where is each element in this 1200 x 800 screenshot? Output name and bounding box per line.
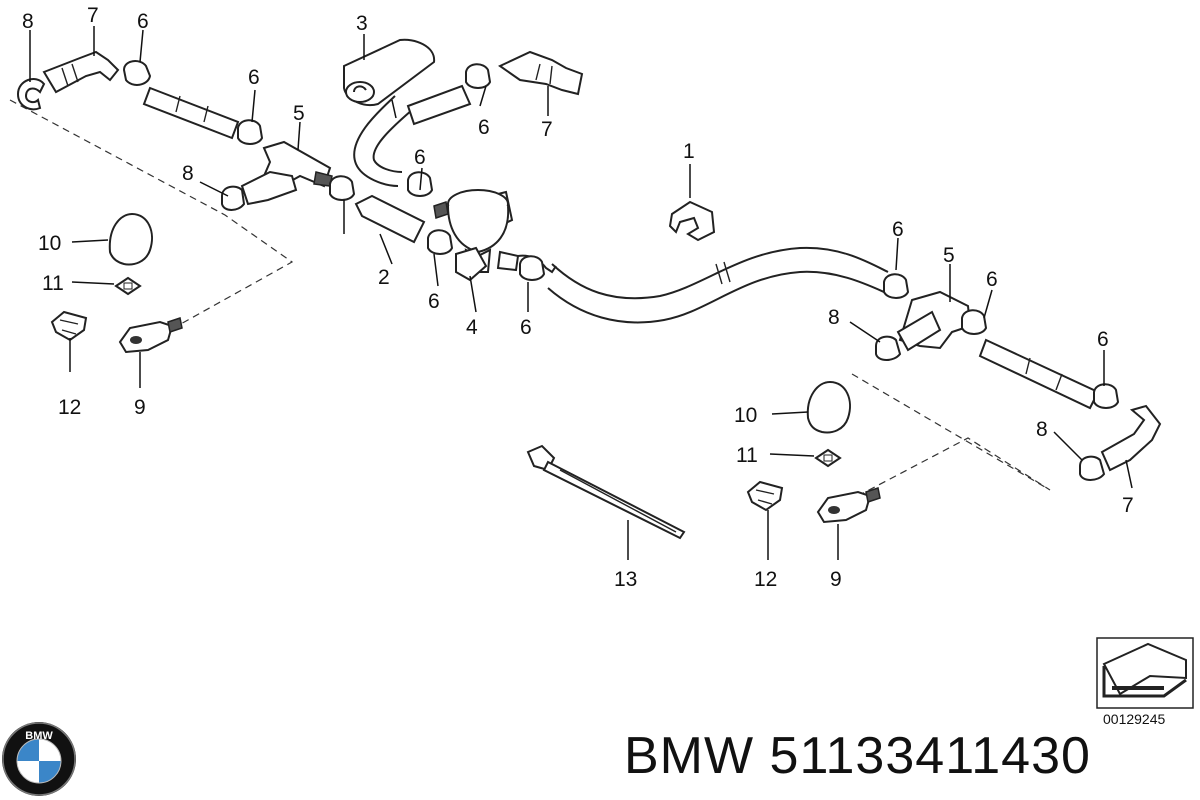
reference-box <box>1096 637 1194 709</box>
cable-tie-13 <box>526 444 686 540</box>
callout-9: 9 <box>830 568 842 591</box>
right-hose-line <box>875 290 1162 481</box>
callout-3: 3 <box>356 12 368 35</box>
callout-8: 8 <box>828 306 840 329</box>
callout-7: 7 <box>87 4 99 27</box>
callout-6: 6 <box>520 316 532 339</box>
callout-1: 1 <box>683 140 695 163</box>
callout-labels: 8 7 6 6 5 8 3 6 7 6 2 6 4 6 1 10 11 12 9… <box>22 4 1134 591</box>
elbow-8-middle-left <box>240 170 298 206</box>
right-dashed-frame <box>849 373 1051 501</box>
callout-7: 7 <box>1122 494 1134 517</box>
callout-10: 10 <box>734 404 757 427</box>
callout-5: 5 <box>293 102 305 125</box>
bmw-logo-text: BMW <box>25 730 53 742</box>
callout-6: 6 <box>414 146 426 169</box>
callout-6: 6 <box>478 116 490 139</box>
callout-6: 6 <box>986 268 998 291</box>
callout-8: 8 <box>182 162 194 185</box>
hose-2 <box>354 194 426 244</box>
upper-hose-assembly <box>343 38 584 197</box>
nozzle-right <box>816 490 872 524</box>
nozzle-left <box>118 320 174 354</box>
callout-11: 11 <box>42 272 64 295</box>
part-number-caption: BMW 51133411430 <box>624 727 1091 785</box>
callout-9: 9 <box>134 396 146 419</box>
left-nozzle-assembly <box>9 99 294 354</box>
nozzle-cap-right <box>806 380 851 434</box>
callout-5: 5 <box>943 244 955 267</box>
callout-6: 6 <box>248 66 260 89</box>
elbow-7-right <box>1100 404 1162 472</box>
reference-number: 00129245 <box>1103 711 1166 727</box>
callout-8: 8 <box>1036 418 1048 441</box>
left-dashed-frame <box>9 99 294 331</box>
callout-8: 8 <box>22 10 34 33</box>
callout-12: 12 <box>58 396 81 419</box>
callout-13: 13 <box>614 568 637 591</box>
clip-right <box>746 480 784 512</box>
callout-12: 12 <box>754 568 777 591</box>
callout-6: 6 <box>892 218 904 241</box>
callout-2: 2 <box>378 266 390 289</box>
callout-6: 6 <box>428 290 440 313</box>
callout-6: 6 <box>1097 328 1109 351</box>
callout-6: 6 <box>137 10 149 33</box>
direction-arrow-icon <box>1102 642 1187 698</box>
long-hose <box>517 246 910 324</box>
callout-4: 4 <box>466 316 478 339</box>
clamp-8-top-left <box>16 78 46 111</box>
bmw-logo: BMW <box>2 722 76 796</box>
elbow-7-upper <box>498 50 584 96</box>
holder-clip-1 <box>668 200 716 242</box>
callout-7: 7 <box>541 118 553 141</box>
clip-left <box>50 310 88 342</box>
callout-11: 11 <box>736 444 758 467</box>
leader-lines <box>29 26 1133 560</box>
callout-10: 10 <box>38 232 61 255</box>
elbow-7-top-left <box>42 50 120 94</box>
nozzle-cap-left <box>108 212 153 266</box>
left-hose-line <box>16 50 454 255</box>
pump-4 <box>433 189 520 282</box>
right-nozzle-assembly <box>746 373 1051 524</box>
